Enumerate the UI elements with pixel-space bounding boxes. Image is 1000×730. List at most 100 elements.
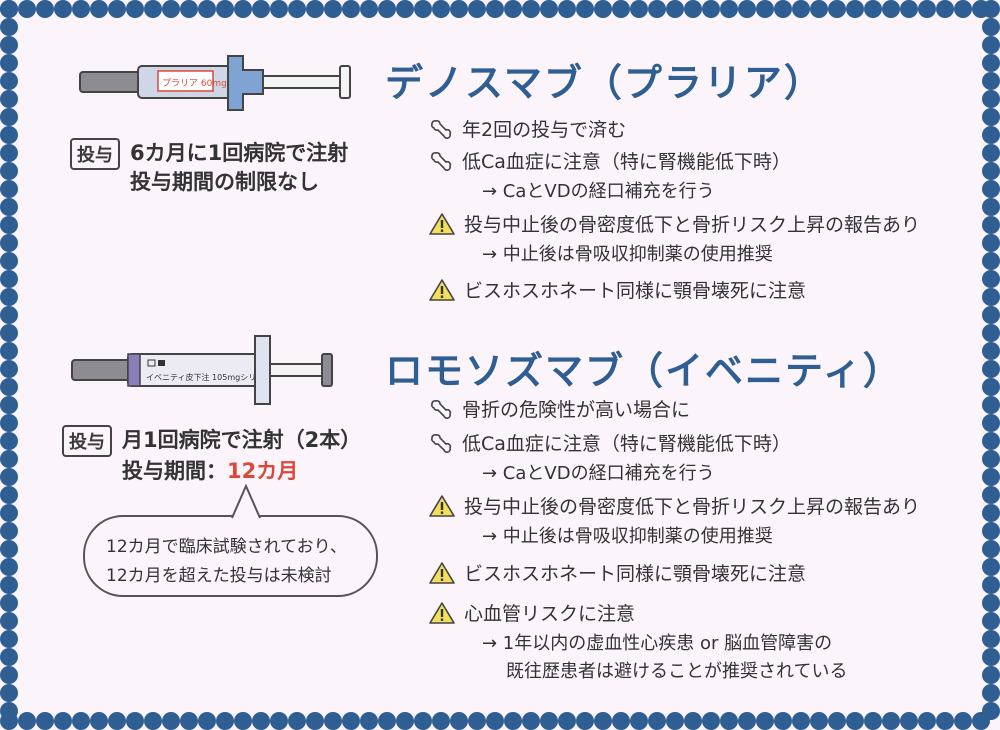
scallop-dot [982,486,1000,504]
scallop-dot [0,540,18,558]
scallop-dot [982,180,1000,198]
scallop-dot [0,306,18,324]
scallop-dot [54,0,72,18]
drug1-item-4: ビスホスホネート同様に顎骨壊死に注意 [464,280,807,302]
scallop-dot [0,72,18,90]
scallop-dot [982,432,1000,450]
scallop-dot [72,0,90,18]
scallop-dot [982,306,1000,324]
scallop-dot [864,712,882,730]
scallop-dot [0,36,18,54]
scallop-dot [0,162,18,180]
prolia-syringe-label: プラリア 60mg [162,78,227,89]
speech-bubble [83,515,378,597]
scallop-dot [846,712,864,730]
scallop-dot [468,712,486,730]
scallop-dot [36,712,54,730]
drug1-item-3: 投与中止後の骨密度低下と骨折リスク上昇の報告あり [464,214,921,236]
scallop-dot [864,0,882,18]
warning-icon [428,601,456,625]
scallop-dot [982,504,1000,522]
scallop-dot [982,216,1000,234]
scallop-dot [756,0,774,18]
scallop-dot [342,712,360,730]
scallop-dot [982,54,1000,72]
scallop-dot [982,378,1000,396]
drug2-dose-line2: 投与期間：12カ月 [122,455,298,485]
dose-period-label: 投与期間： [122,459,227,483]
scallop-dot [882,712,900,730]
scallop-dot [540,712,558,730]
scallop-dot [594,712,612,730]
scallop-dot [982,162,1000,180]
scallop-dot [0,180,18,198]
scallop-dot [126,0,144,18]
scallop-dot [558,0,576,18]
scallop-dot [432,712,450,730]
scallop-dot [666,712,684,730]
scallop-dot [684,0,702,18]
scallop-dot [738,712,756,730]
scallop-dot [540,0,558,18]
drug2-dose-tag: 投与 [62,425,112,457]
scallop-dot [982,342,1000,360]
scallop-dot [0,450,18,468]
scallop-dot [846,0,864,18]
drug2-item-3-sub: → 中止後は骨吸収抑制薬の使用推奨 [482,526,773,547]
scallop-dot [198,712,216,730]
scallop-dot [982,684,1000,702]
scallop-dot [982,144,1000,162]
scallop-dot [792,712,810,730]
drug1-item-1: 年2回の投与で済む [462,119,627,141]
scallop-dot [612,712,630,730]
scallop-dot [270,712,288,730]
scallop-dot [288,0,306,18]
scallop-dot [982,72,1000,90]
scallop-dot [0,378,18,396]
scallop-dot [982,540,1000,558]
drug2-item-2-sub: → CaとVDの経口補充を行う [482,463,715,484]
scallop-dot [982,360,1000,378]
scallop-dot [982,612,1000,630]
scallop-dot [982,558,1000,576]
scallop-dot [666,0,684,18]
scallop-dot [0,576,18,594]
scallop-dot [982,36,1000,54]
scallop-dot [918,0,936,18]
scallop-dot [702,712,720,730]
scallop-dot [982,288,1000,306]
scallop-dot [486,712,504,730]
scallop-dot [414,0,432,18]
scallop-dot [982,270,1000,288]
scallop-dot [432,0,450,18]
scallop-dot [702,0,720,18]
scallop-dot [954,0,972,18]
scallop-dot [90,712,108,730]
scallop-dot [108,712,126,730]
bubble-line2: 12カ月を超えた投与は未検討 [106,566,332,586]
warning-icon [428,212,456,236]
drug2-item-5-sub2: 既往歴患者は避けることが推奨されている [506,661,848,682]
scallop-dot [0,396,18,414]
scallop-dot [918,712,936,730]
scallop-dot [162,0,180,18]
drug2-title: ロモソズマブ（イベニティ） [385,349,903,393]
scallop-dot [0,360,18,378]
drug2-item-4: ビスホスホネート同様に顎骨壊死に注意 [464,563,807,585]
scallop-dot [982,450,1000,468]
scallop-dot [0,234,18,252]
scallop-dot [594,0,612,18]
scallop-dot [684,712,702,730]
scallop-dot [522,0,540,18]
scallop-dot [342,0,360,18]
scallop-dot [0,252,18,270]
scallop-dot [0,0,18,18]
scallop-dot [306,0,324,18]
evenity-syringe-illustration: イベニティ皮下注 105mgシリンジ [71,335,333,405]
scallop-dot [982,630,1000,648]
scallop-dot [792,0,810,18]
evenity-syringe-label: イベニティ皮下注 105mgシリンジ [146,372,272,382]
drug2-item-5: 心血管リスクに注意 [464,603,636,625]
scallop-dot [306,712,324,730]
